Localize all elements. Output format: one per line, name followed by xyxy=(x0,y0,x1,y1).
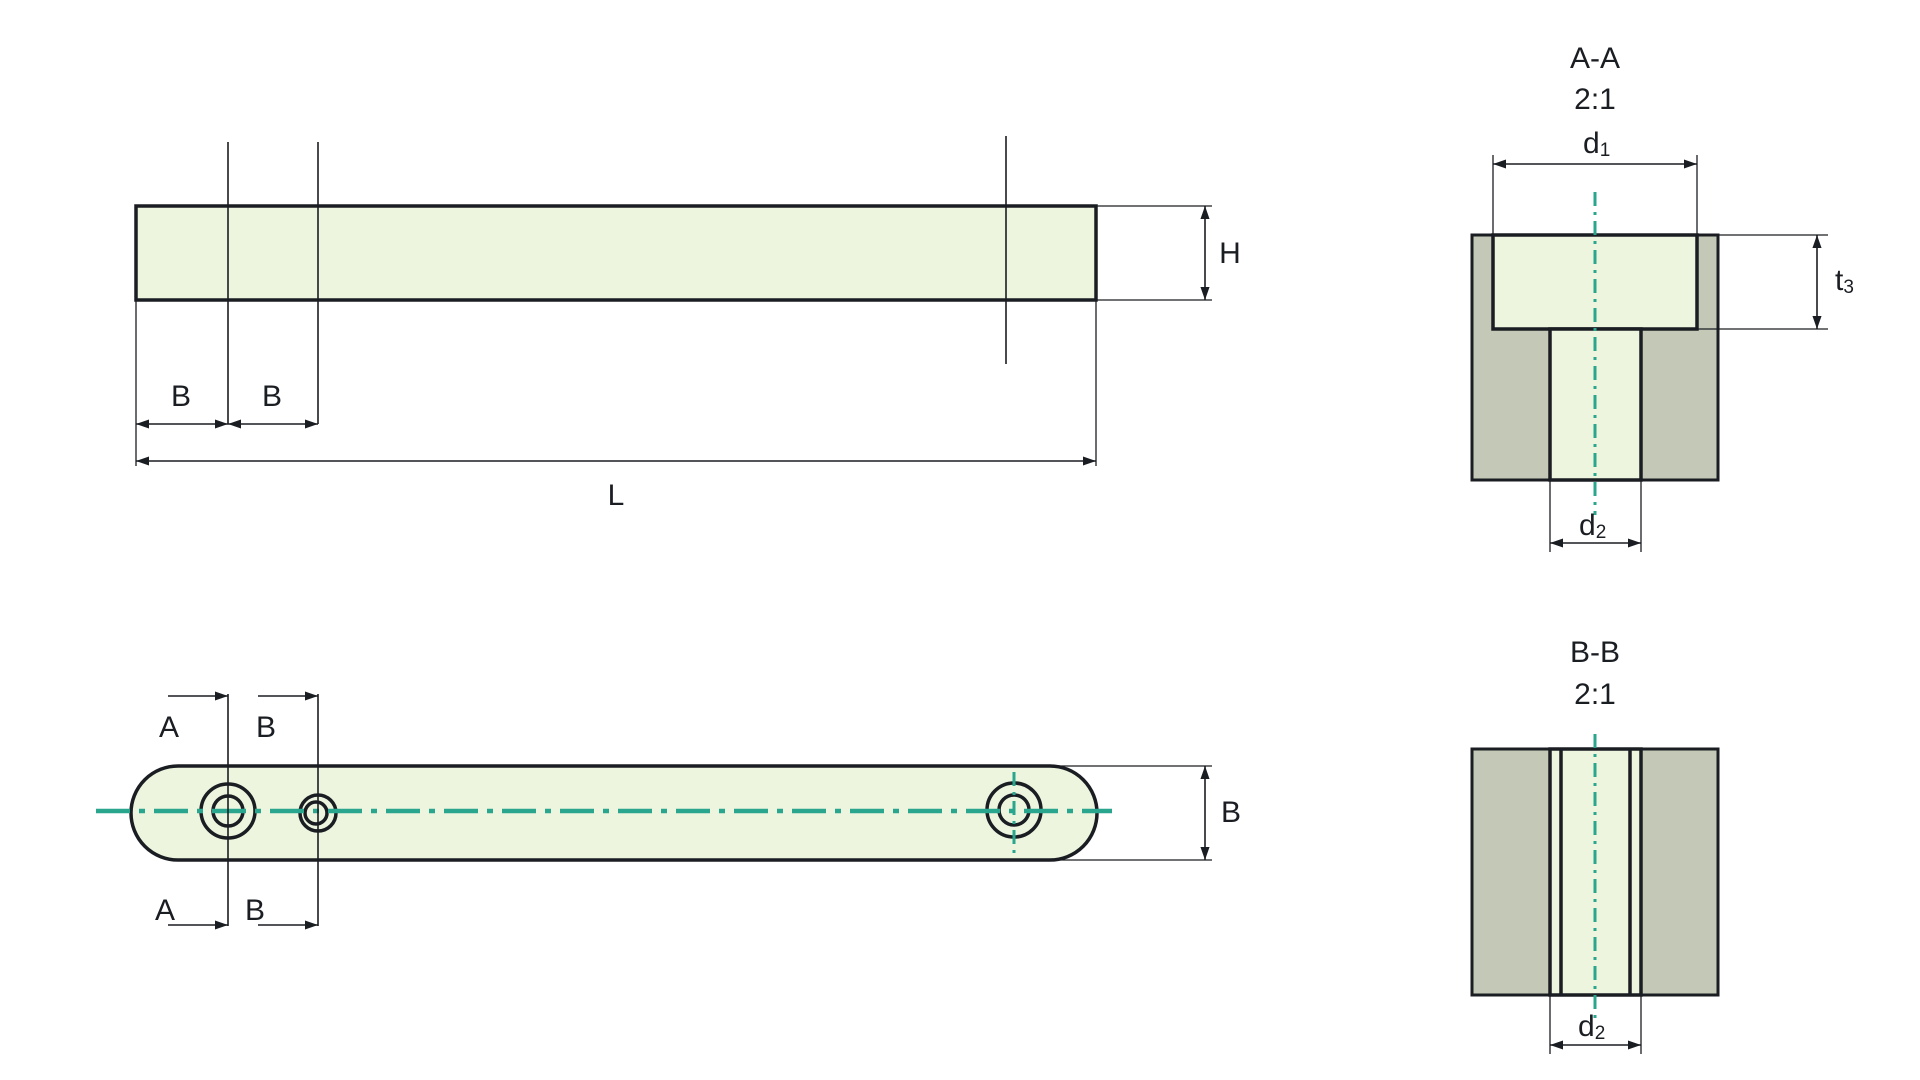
side-view-bar xyxy=(134,204,1098,302)
dimension-label-t3: t3 xyxy=(1835,264,1854,298)
dimension-label-b-2: B xyxy=(262,380,282,413)
side-view: B B L H xyxy=(134,136,1241,512)
dimension-label-height: H xyxy=(1219,237,1241,270)
section-label-b-bottom: B xyxy=(245,894,265,927)
top-view: A A B B B xyxy=(96,691,1241,930)
section-b-b-title: B-B xyxy=(1570,636,1620,669)
dimension-label-t3-sub: 3 xyxy=(1843,277,1854,298)
hole-b-inner xyxy=(303,800,329,826)
dimension-label-width: B xyxy=(1221,796,1241,829)
section-label-b-top: B xyxy=(256,711,276,744)
section-label-a-top: A xyxy=(159,711,179,744)
dimension-label-d2: d2 xyxy=(1579,509,1606,543)
dimension-label-length: L xyxy=(608,479,625,512)
dimension-label-d1-main: d xyxy=(1583,127,1600,160)
section-b-b: B-B 2:1 d2 xyxy=(1470,636,1720,1054)
dimension-label-bb-d2-main: d xyxy=(1578,1010,1595,1043)
section-a-a: A-A 2:1 d1 d2 t3 xyxy=(1470,42,1854,552)
dimension-label-bb-d2-sub: 2 xyxy=(1595,1023,1606,1044)
dimension-label-d1: d1 xyxy=(1583,127,1610,161)
section-b-b-scale: 2:1 xyxy=(1574,678,1616,711)
dimension-label-d2-sub: 2 xyxy=(1596,522,1607,543)
dimension-label-bb-d2: d2 xyxy=(1578,1010,1605,1044)
dimension-label-b-1: B xyxy=(171,380,191,413)
dimension-label-t3-main: t xyxy=(1835,264,1844,297)
section-a-a-scale: 2:1 xyxy=(1574,83,1616,116)
section-label-a-bottom: A xyxy=(155,894,175,927)
dimension-label-d2-main: d xyxy=(1579,509,1596,542)
section-a-a-title: A-A xyxy=(1570,42,1620,75)
dimension-label-d1-sub: 1 xyxy=(1600,140,1611,161)
